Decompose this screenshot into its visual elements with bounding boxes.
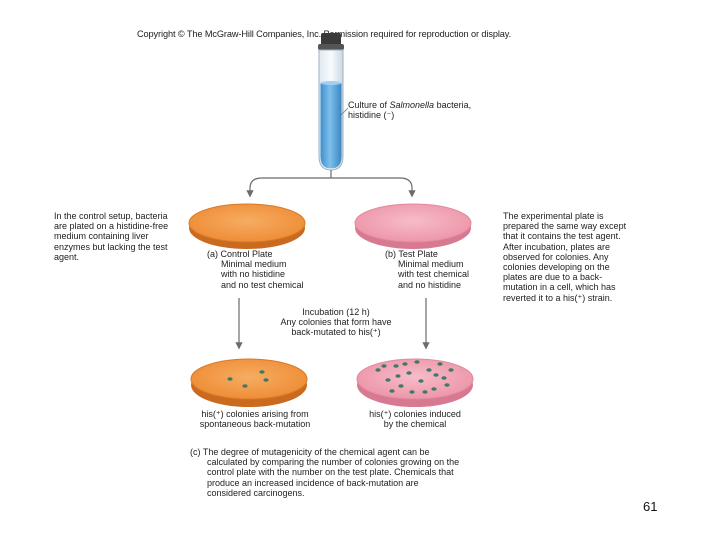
control-plate-result-medium xyxy=(190,358,308,400)
control-plate-label: (a) Control Plate Minimal medium with no… xyxy=(207,249,337,290)
caption-line-5: considered carcinogens. xyxy=(207,487,305,498)
test-colony xyxy=(375,368,381,372)
test-tube xyxy=(318,33,349,171)
test-colony xyxy=(409,390,415,394)
tube-cap-rim xyxy=(318,44,344,50)
incubation-line-2: Any colonies that form have xyxy=(280,317,392,328)
test-colony xyxy=(395,374,401,378)
control-plate-line-2: with no histidine xyxy=(221,269,286,280)
tube-label-line2: histidine (⁻) xyxy=(348,110,395,121)
control-plate-result xyxy=(190,358,308,407)
caption-line-3: control plate with the number on the tes… xyxy=(207,467,454,478)
control-plate-line-3: and no test chemical xyxy=(221,279,304,290)
test-colony xyxy=(422,390,428,394)
arrow-to-control-plate xyxy=(246,177,331,198)
test-colony xyxy=(433,373,439,377)
experimental-plate-note: The experimental plate is prepared the s… xyxy=(503,211,627,303)
test-colony xyxy=(431,387,437,391)
test-plate-result-medium xyxy=(356,358,474,400)
test-plate-line-3: and no histidine xyxy=(398,279,462,290)
control-result-line-2: spontaneous back-mutation xyxy=(199,419,311,430)
test-colony xyxy=(414,360,420,364)
control-colony xyxy=(259,370,265,374)
control-plate-top xyxy=(188,203,306,249)
control-plate-title: (a) Control Plate xyxy=(207,249,273,259)
tube-label-suffix: bacteria, xyxy=(434,100,472,110)
test-colony xyxy=(441,376,447,380)
test-colony xyxy=(444,383,450,387)
incubation-line-3: back-mutated to his(⁺) xyxy=(291,327,381,338)
control-plate-line-1: Minimal medium xyxy=(221,259,287,270)
test-colony xyxy=(418,379,424,383)
page-number: 61 xyxy=(643,499,658,514)
control-setup-note: In the control setup, bacteria are plate… xyxy=(54,211,169,262)
test-plate-title: (b) Test Plate xyxy=(385,249,438,259)
test-plate-result xyxy=(356,358,474,407)
control-result-label: his(⁺) colonies arising from spontaneous… xyxy=(190,409,320,429)
tube-leader-line xyxy=(340,107,349,116)
test-colony xyxy=(402,362,408,366)
control-colonies xyxy=(227,370,269,388)
figure-caption: (c) The degree of mutagenicity of the ch… xyxy=(190,447,490,498)
test-plate-label: (b) Test Plate Minimal medium with test … xyxy=(385,249,500,290)
control-plate-top-medium xyxy=(188,203,306,243)
test-plate-line-1: Minimal medium xyxy=(398,259,464,270)
tube-culture-liquid xyxy=(320,83,342,169)
tube-label-prefix: Culture of xyxy=(348,100,390,110)
test-result-label: his(⁺) colonies induced by the chemical xyxy=(360,409,470,429)
control-colony xyxy=(242,384,248,388)
test-plate-top xyxy=(354,203,472,249)
tube-label: Culture of Salmonella bacteria, histidin… xyxy=(348,100,498,120)
test-colony xyxy=(398,384,404,388)
control-colony xyxy=(227,377,233,381)
tube-cap xyxy=(321,33,341,47)
caption-line-1: (c) The degree of mutagenicity of the ch… xyxy=(190,447,430,457)
incubation-line-1: Incubation (12 h) xyxy=(302,307,370,317)
arrow-to-test-plate xyxy=(331,177,416,198)
test-result-line-1: his(⁺) colonies induced xyxy=(369,409,461,419)
test-colonies xyxy=(375,360,454,394)
test-colony xyxy=(389,389,395,393)
branch-arrows xyxy=(246,170,416,198)
control-colony xyxy=(263,378,269,382)
incubation-label: Incubation (12 h) Any colonies that form… xyxy=(256,307,416,338)
test-colony xyxy=(385,378,391,382)
test-colony xyxy=(426,368,432,372)
liquid-surface xyxy=(320,81,342,85)
caption-line-4: produce an increased incidence of back-m… xyxy=(207,477,419,488)
incubation-arrows xyxy=(235,298,430,350)
test-colony xyxy=(448,368,454,372)
caption-line-2: calculated by comparing the number of co… xyxy=(207,457,460,468)
test-plate-top-medium xyxy=(354,203,472,243)
control-result-line-1: his(⁺) colonies arising from xyxy=(201,409,309,419)
test-result-line-2: by the chemical xyxy=(383,419,447,430)
test-colony xyxy=(437,362,443,366)
test-plate-line-2: with test chemical xyxy=(398,269,470,280)
test-colony xyxy=(393,364,399,368)
test-colony xyxy=(381,364,387,368)
tube-label-genus: Salmonella xyxy=(389,100,435,110)
test-colony xyxy=(406,371,412,375)
